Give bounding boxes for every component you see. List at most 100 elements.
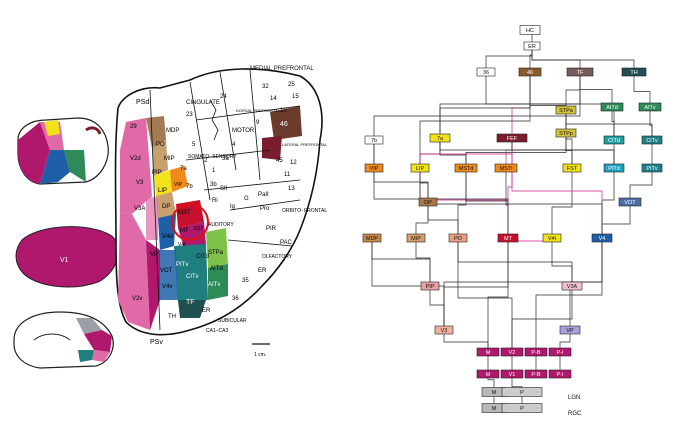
node-box — [406, 233, 426, 243]
label-th-map: TH — [168, 314, 176, 320]
node-label: MT — [504, 236, 513, 242]
connection-line — [457, 242, 573, 282]
node-box — [364, 135, 384, 145]
node-mip: MIP — [406, 233, 426, 243]
connection-line — [507, 142, 513, 234]
node-box — [555, 128, 577, 138]
node-box — [501, 403, 543, 413]
label-45: 45 — [276, 158, 283, 164]
label-stpa-map: STPa — [208, 250, 224, 256]
label-lip-map: LIP — [158, 188, 167, 194]
node-label: P-B — [531, 350, 541, 356]
label-subicular: SUBICULAR — [218, 318, 247, 324]
label-mt-map: MT — [180, 228, 189, 234]
label-lateral-prefrontal: LATERAL PREFRONTAL — [282, 142, 328, 147]
connection-line — [629, 172, 653, 198]
node-lip: LIP — [410, 163, 430, 173]
node-aitv: AITv — [638, 102, 662, 112]
node-label: TH — [630, 70, 637, 76]
node-label: V3A — [567, 284, 578, 290]
node-box — [542, 233, 562, 243]
connection-line — [633, 76, 651, 103]
label-3b: 3b — [210, 182, 217, 188]
connection-line — [371, 242, 445, 326]
node-box — [434, 325, 454, 335]
node-label: 7b — [371, 138, 377, 144]
label-aitv-map: AITv — [208, 282, 220, 288]
node-box — [548, 347, 572, 357]
flat-map: MEDIAL PREFRONTAL 32 25 24 14 15 CINGULA… — [114, 66, 328, 358]
node-label: M — [486, 372, 491, 378]
node-citd: CITd — [603, 135, 625, 145]
inset-lateral-brain — [17, 117, 109, 185]
node-label: FEF — [507, 136, 518, 142]
node-label: P-I — [556, 372, 564, 378]
label-psv: PSv — [150, 339, 163, 346]
node-v4: V4 — [591, 233, 613, 243]
node-label: V4 — [599, 236, 606, 242]
connection-line — [505, 142, 513, 164]
connection-line — [565, 114, 573, 164]
label-9: 9 — [256, 120, 260, 126]
node-label: PITd — [608, 166, 620, 172]
label-pall: PaII — [258, 192, 269, 198]
connection-line — [371, 242, 431, 282]
label-v2d: V2d — [130, 156, 141, 162]
node-label: 46 — [527, 70, 533, 76]
connection-line — [419, 172, 429, 198]
node-box — [566, 67, 594, 77]
label-v4d: V4d — [162, 234, 173, 240]
node-box — [641, 163, 663, 173]
node-box — [523, 41, 541, 51]
node-box — [500, 369, 524, 379]
label-5: 5 — [192, 142, 196, 148]
connection-line — [511, 76, 531, 134]
label-v3a-map: V3A — [134, 206, 145, 212]
node-box — [476, 67, 496, 77]
label-13: 13 — [288, 186, 295, 192]
node-label: V4t — [548, 236, 557, 242]
node-label: VOT — [624, 200, 636, 206]
connection-line — [485, 76, 615, 136]
connection-line — [511, 142, 603, 234]
node-box — [364, 163, 384, 173]
label-po-map: PO — [156, 142, 165, 148]
label-rgc: RGC — [568, 411, 582, 417]
node-box — [600, 102, 624, 112]
node-label: TF — [577, 70, 584, 76]
node-box — [497, 233, 519, 243]
connection-line — [511, 378, 523, 388]
node-label: PO — [454, 236, 463, 242]
label-somato-sensory: SOMATO- SENSORY — [188, 154, 237, 160]
node-label: MIP — [411, 236, 421, 242]
label-ri: Ri — [212, 198, 218, 204]
node-n7a: 7a — [429, 133, 451, 143]
label-29: 29 — [130, 124, 137, 130]
label-vip-map: VIP — [174, 182, 183, 188]
node-lgn-p: P — [501, 387, 543, 397]
label-cingulate: CINGULATE — [186, 100, 220, 106]
label-15: 15 — [292, 94, 299, 100]
area-v1-patch: V1 — [15, 226, 119, 288]
label-tf-map: TF — [186, 299, 195, 306]
connection-line — [457, 242, 513, 348]
node-mt: MT — [497, 233, 519, 243]
node-v2-m: M — [476, 347, 500, 357]
node-box — [476, 369, 500, 379]
node-box — [420, 281, 440, 291]
node-label: HC — [526, 28, 534, 34]
node-label: VP — [566, 328, 574, 334]
node-box — [621, 67, 647, 77]
node-hc: HC — [519, 25, 541, 35]
node-rgc-p: P — [501, 403, 543, 413]
node-label: MSTl — [500, 166, 513, 172]
connection-line — [465, 137, 567, 164]
node-v2: V2 — [500, 347, 524, 357]
label-12: 12 — [290, 160, 297, 166]
connection-line — [487, 242, 509, 348]
connection-line — [559, 334, 571, 348]
node-label: P — [520, 390, 524, 396]
connection-line — [373, 172, 509, 234]
